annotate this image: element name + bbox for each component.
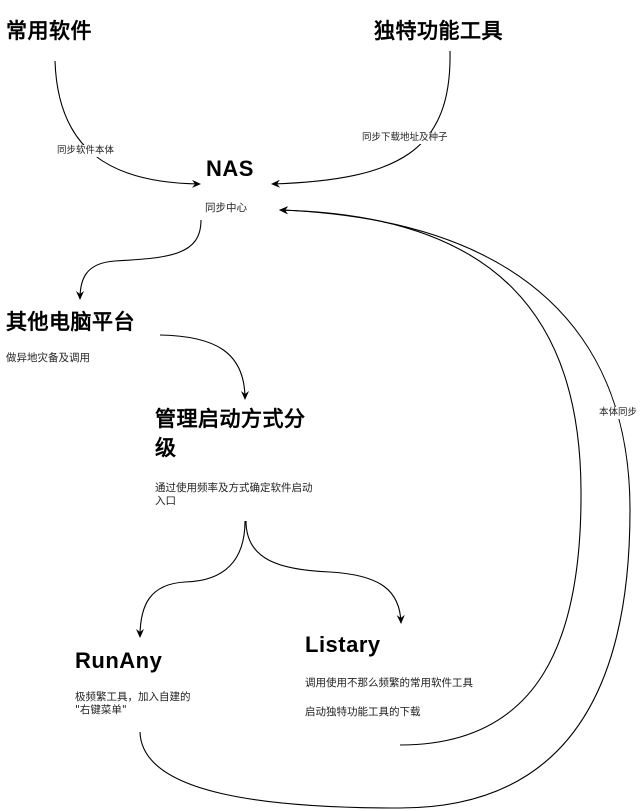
node-launch-mgmt-title-line1: 管理启动方式分 — [155, 407, 306, 431]
edge-runany-to-nas — [139, 206, 631, 809]
node-launch-mgmt-subtitle-line1: 通过使用频率及方式确定软件启动 — [155, 482, 313, 494]
edge-label-sync-download: 同步下载地址及种子 — [362, 132, 448, 144]
node-launch-mgmt-title-line2: 级 — [155, 436, 177, 460]
node-nas-subtitle: 同步中心 — [205, 202, 247, 214]
edge-launch-to-listary — [245, 520, 405, 624]
edge-common-to-nas — [54, 60, 201, 188]
node-other-pc: 其他电脑平台 — [6, 310, 135, 334]
node-runany-subtitle-line2: "右键菜单" — [75, 704, 127, 716]
node-runany: RunAny — [75, 648, 163, 673]
node-unique-tools: 独特功能工具 — [374, 19, 503, 43]
node-runany-subtitle-line1: 极频繁工具，加入自建的 — [75, 691, 191, 703]
node-launch-mgmt-subtitle-line2: 入口 — [155, 495, 176, 507]
node-common-software: 常用软件 — [6, 19, 92, 43]
edge-label-body-sync: 本体同步 — [599, 407, 638, 419]
node-listary-subtitle-line2: 启动独特功能工具的下载 — [305, 706, 421, 718]
node-nas: NAS — [206, 156, 254, 181]
node-other-pc-subtitle: 做异地灾备及调用 — [6, 352, 90, 364]
edge-listary-to-nas — [279, 206, 582, 746]
node-listary-subtitle-line1: 调用使用不那么频繁的常用软件工具 — [305, 677, 473, 689]
node-listary: Listary — [305, 632, 381, 657]
edge-other-pc-to-launch — [159, 334, 249, 400]
edge-launch-to-runany — [136, 520, 246, 638]
edge-nas-to-other-pc — [76, 219, 202, 300]
edge-label-sync-software: 同步软件本体 — [57, 145, 115, 157]
edge-tools-to-nas — [271, 50, 451, 188]
